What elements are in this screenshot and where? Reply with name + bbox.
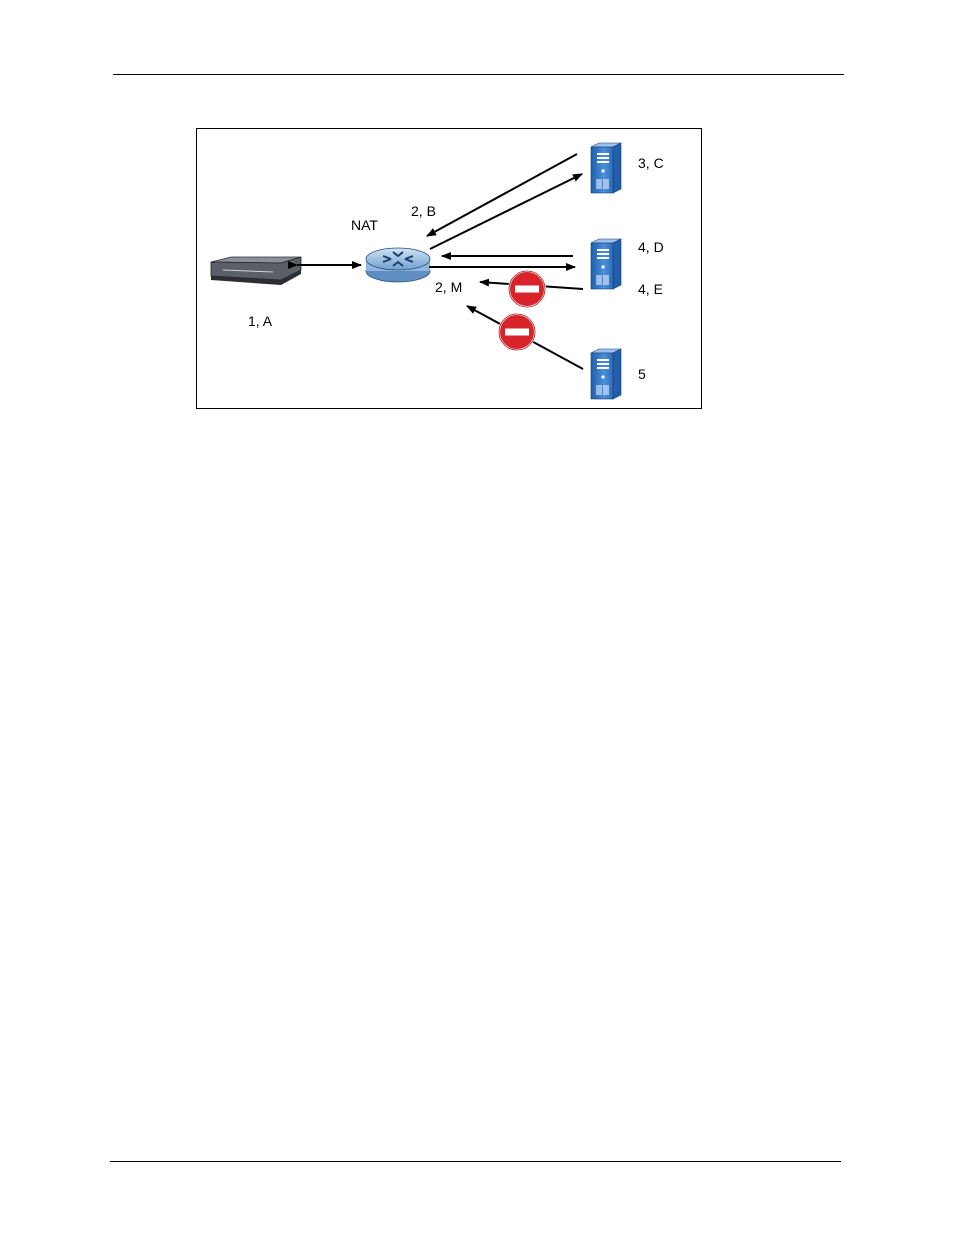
server-5-icon xyxy=(591,349,621,399)
block-icon xyxy=(509,271,545,307)
server-4-icon xyxy=(591,239,621,289)
nat-diagram: 1, A NAT 2, B 2, M 3, C 4, D 4, E 5 xyxy=(196,128,702,409)
server-5-label: 5 xyxy=(638,366,646,382)
server-3-icon xyxy=(591,143,621,193)
server-4e-label: 4, E xyxy=(638,281,663,297)
nat-diagram-canvas xyxy=(197,129,701,408)
header-rule xyxy=(113,74,844,75)
nat-outbound-label: 2, B xyxy=(411,203,436,219)
outbound-arrow-to-server-3 xyxy=(430,174,582,249)
nat-title-label: NAT xyxy=(351,217,378,233)
block-icon xyxy=(499,314,535,350)
server-4d-label: 4, D xyxy=(638,239,664,255)
nat-mapped-label: 2, M xyxy=(435,279,462,295)
lan-host-label: 1, A xyxy=(248,313,272,329)
lan-host-device-icon xyxy=(211,257,301,285)
return-arrow-from-server-3 xyxy=(427,154,577,236)
nat-router-icon xyxy=(366,248,430,282)
server-3-label: 3, C xyxy=(638,155,664,171)
footer-rule xyxy=(110,1161,841,1162)
